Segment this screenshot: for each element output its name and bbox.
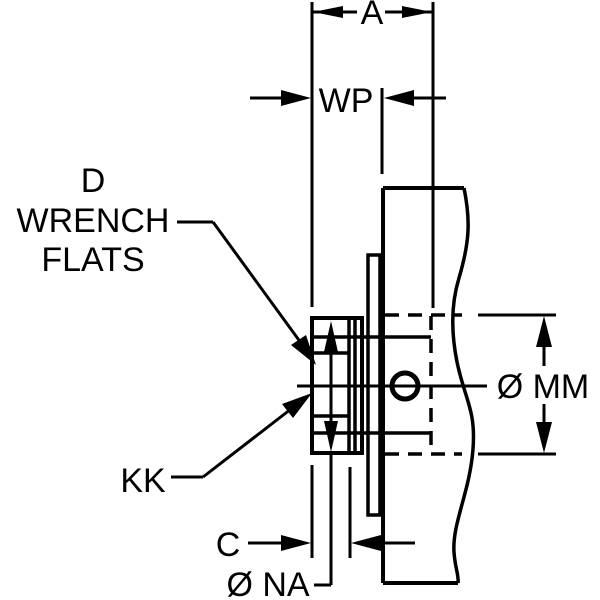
hidden-lines — [385, 313, 462, 456]
dim-na-label: Ø NA — [226, 566, 309, 600]
leader-wrench-flats: D WRENCH FLATS — [17, 162, 316, 365]
leader-kk: KK — [120, 393, 312, 500]
dim-mm-arrow-down — [536, 422, 552, 453]
wrench-flats-arrowhead — [291, 335, 316, 365]
kk-arrowhead — [282, 393, 312, 418]
dim-a-arrow-right — [402, 6, 432, 18]
dimension-na: Ø NA — [226, 321, 338, 600]
kk-leader-diagonal — [202, 407, 292, 479]
dimension-mm: Ø MM — [478, 313, 590, 456]
dim-c-label: C — [216, 526, 241, 564]
dim-na-arrow-down — [324, 421, 338, 452]
dim-na-arrow-up — [324, 321, 338, 352]
wrench-flats-leader-diagonal — [211, 221, 303, 344]
wrench-flats-label-flats: FLATS — [41, 241, 144, 279]
extension-lines — [310, 2, 435, 558]
kk-label: KK — [120, 462, 166, 500]
dim-c-arrow-right — [351, 535, 381, 551]
dim-wp-arrow-right — [384, 90, 414, 106]
wrench-flats-label-wrench: WRENCH — [17, 202, 170, 240]
dim-a-label: A — [361, 0, 384, 32]
dim-wp-label: WP — [319, 82, 374, 120]
dim-c-arrow-left — [281, 535, 311, 551]
dim-wp-arrow-left — [281, 90, 311, 106]
break-line — [451, 187, 476, 584]
wrench-flats-label-d: D — [81, 162, 106, 200]
dimension-c: C — [216, 526, 415, 564]
dim-mm-label: Ø MM — [497, 368, 590, 406]
dim-mm-arrow-up — [536, 316, 552, 347]
dimension-wp: WP — [250, 82, 446, 120]
fitting-geometry — [297, 186, 487, 585]
dimension-a: A — [313, 0, 432, 32]
dim-a-arrow-left — [313, 6, 343, 18]
